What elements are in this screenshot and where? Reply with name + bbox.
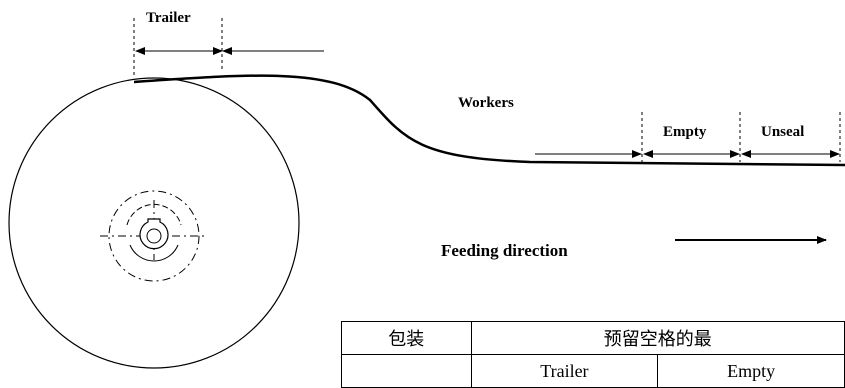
feeding-direction-label: Feeding direction [441, 241, 568, 260]
reel-outer-circle [8, 77, 300, 369]
packaging-table: 包装 预留空格的最 Trailer Empty [341, 321, 845, 388]
tape-strip [133, 74, 845, 167]
subheader-trailer-cell: Trailer [470, 354, 659, 388]
reel-hub-lower-arc [129, 244, 179, 262]
table-subheader-row: Trailer Empty [341, 354, 845, 388]
reel-diagram: Trailer Workers Empty Unseal Feeding dir… [8, 10, 845, 369]
empty-label: Empty [663, 124, 707, 140]
hub-keyhole [139, 218, 169, 250]
header-packaging-cell: 包装 [341, 321, 472, 355]
table-header-row: 包装 预留空格的最 [341, 321, 845, 355]
trailer-label: Trailer [146, 10, 191, 26]
header-reserved-cell: 预留空格的最 [470, 321, 845, 355]
unseal-label: Unseal [761, 124, 804, 140]
subheader-empty-col-cell: Empty [657, 354, 845, 388]
subheader-empty-cell [341, 354, 472, 388]
hub-center-dot [146, 228, 162, 244]
reel-hub-circle [108, 190, 200, 282]
workers-label: Workers [458, 95, 514, 111]
